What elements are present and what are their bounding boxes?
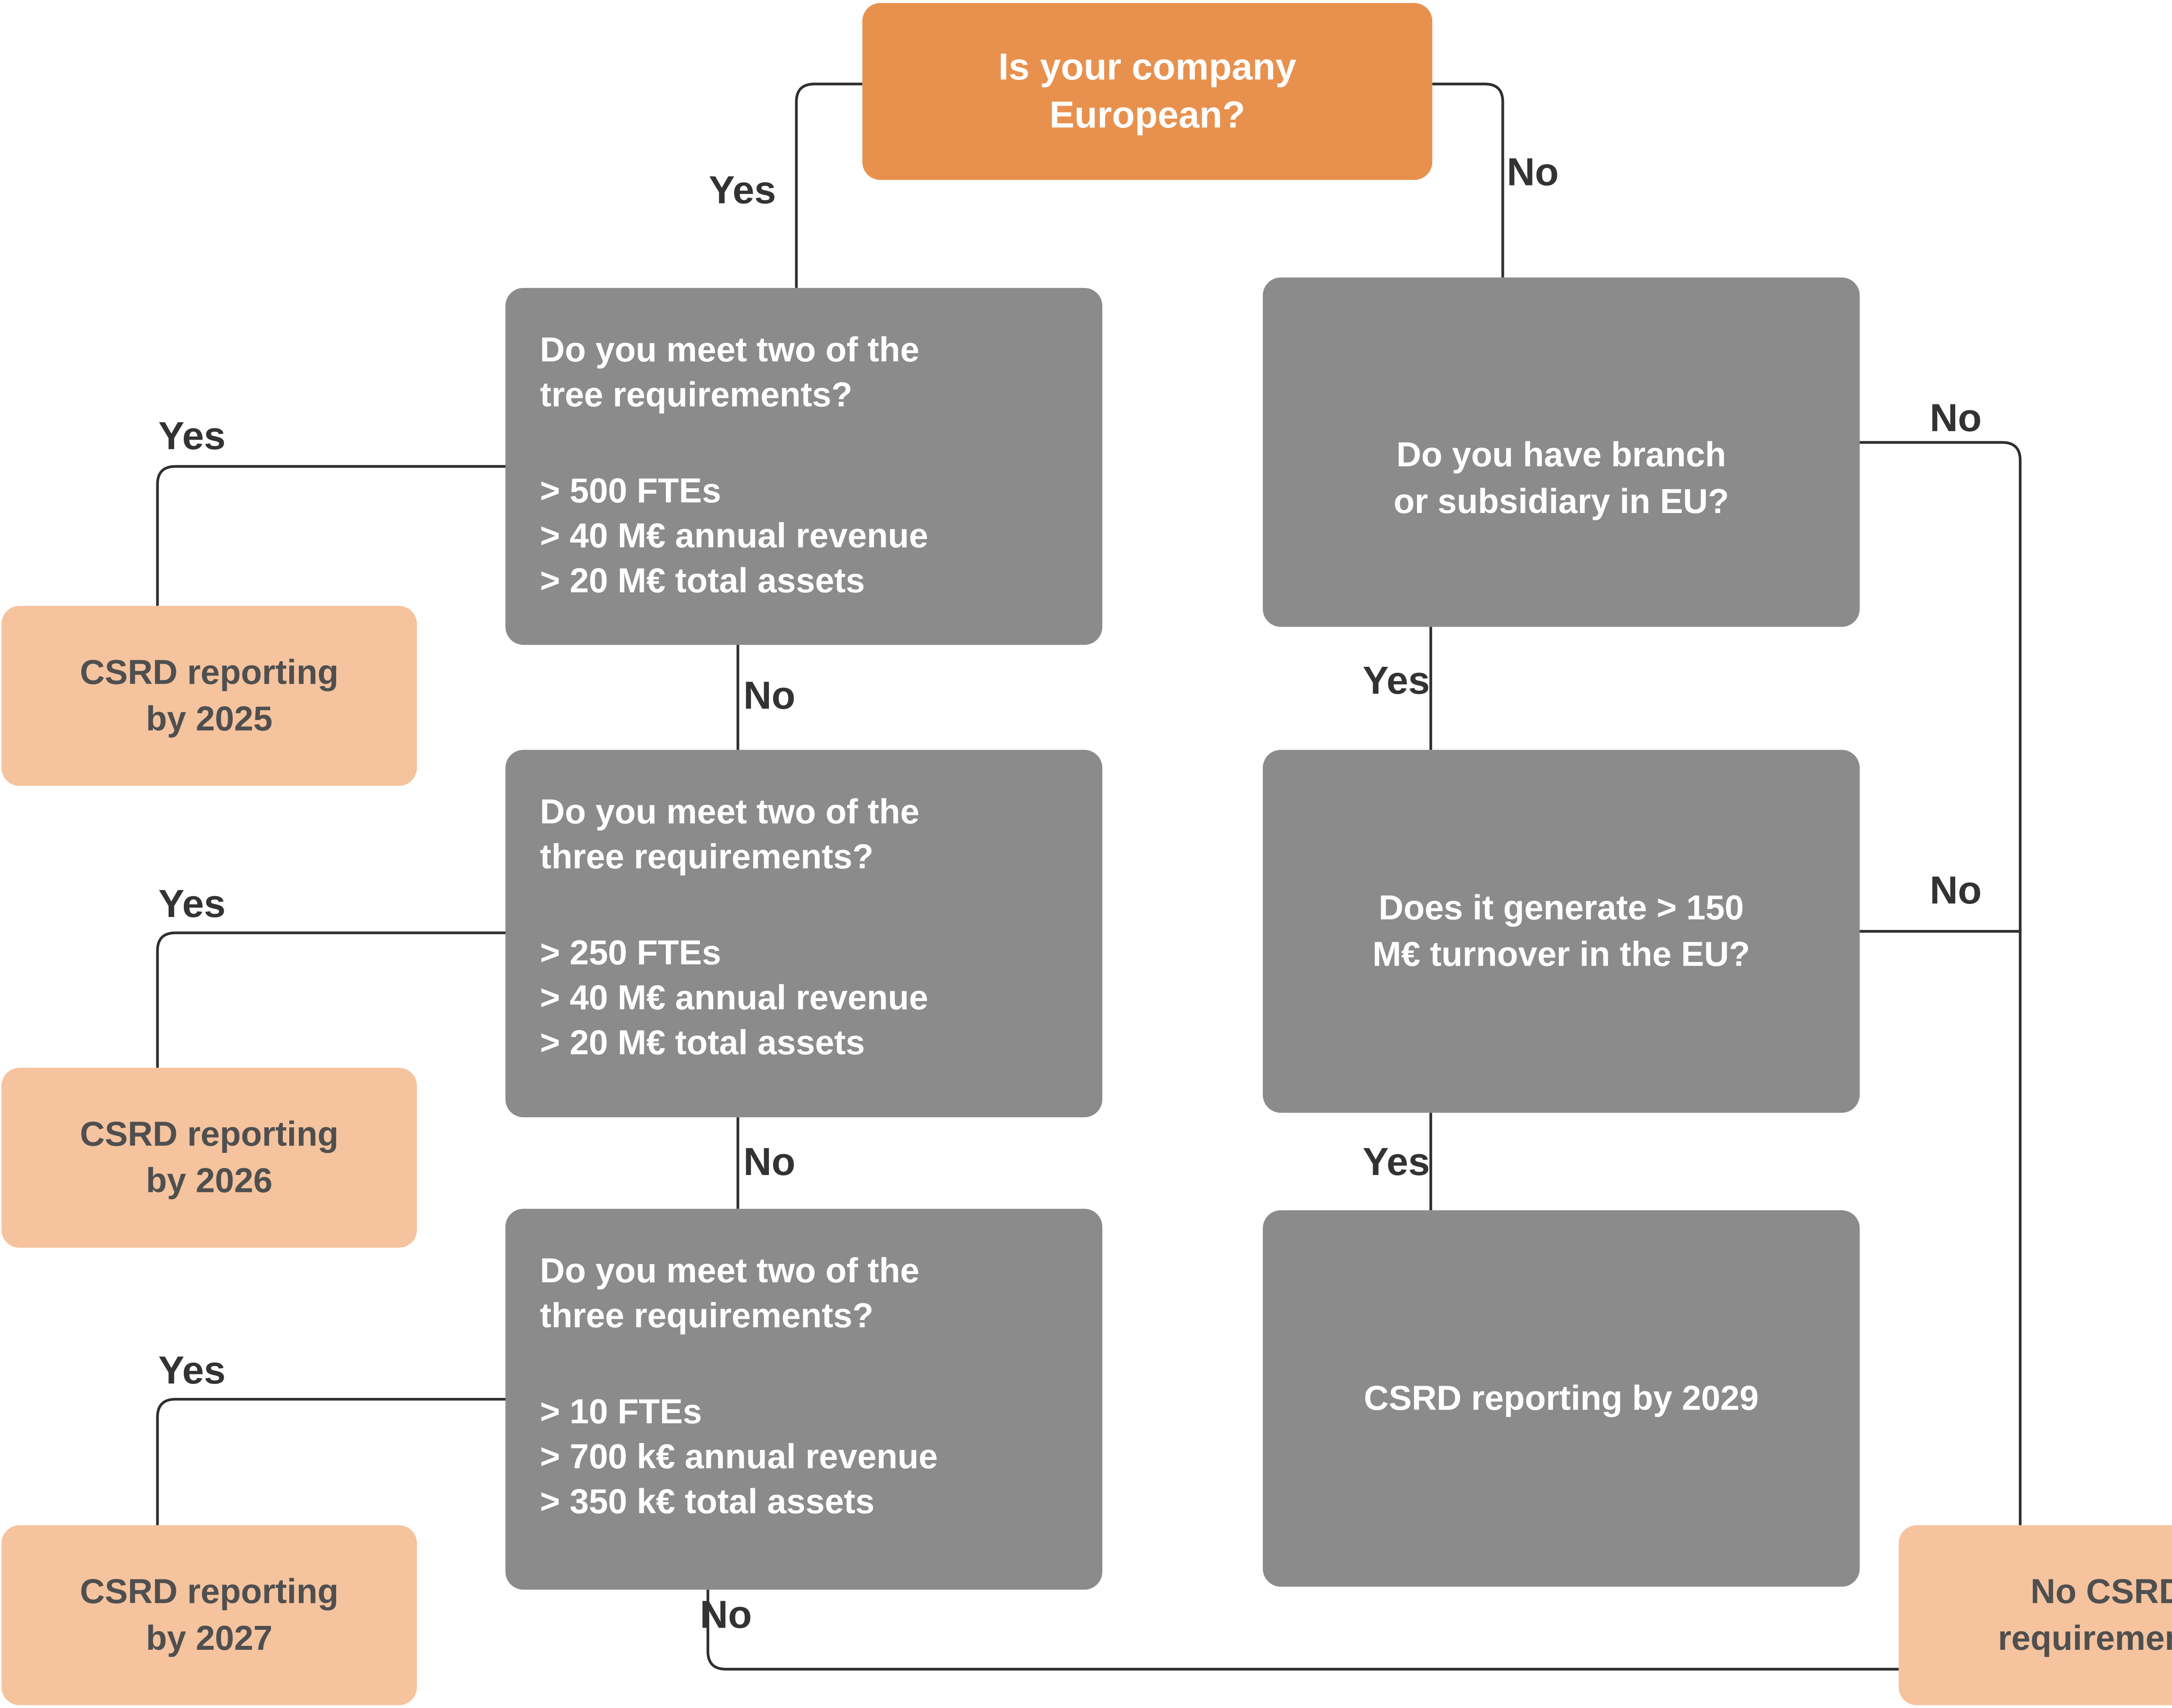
question-title: Do you meet two of the three requirement… — [540, 1248, 1068, 1337]
requirement-item: > 20 M€ total assets — [540, 1023, 865, 1062]
node-result-reporting-2029: CSRD reporting by 2029 — [1263, 1210, 1860, 1587]
node-text-line: CSRD reporting — [79, 1572, 339, 1611]
edge-label-yes-req250: Yes — [158, 881, 226, 926]
edge-european-no — [1432, 83, 1504, 278]
node-question-european: Is your company European? — [862, 3, 1433, 180]
node-text-line: Is your company — [998, 46, 1297, 89]
question-title: Do you meet two of the tree requirements… — [540, 327, 1068, 417]
edge-european-yes — [795, 83, 863, 288]
requirements-list: > 500 FTEs > 40 M€ annual revenue > 20 M… — [540, 468, 1068, 603]
edge-label-no-req10: No — [700, 1592, 752, 1637]
node-result-reporting-2025: CSRD reporting by 2025 — [1, 606, 417, 786]
edge-label-yes-branch: Yes — [1362, 657, 1430, 703]
requirement-item: > 500 FTEs — [540, 471, 722, 510]
node-text-line: Do you have branch — [1396, 434, 1726, 473]
node-question-requirements-250: Do you meet two of the three requirement… — [505, 750, 1103, 1118]
node-text-line: CSRD reporting — [79, 1114, 339, 1153]
node-text-line: CSRD reporting — [79, 652, 339, 692]
edge-label-no-european: No — [1506, 149, 1559, 195]
requirement-item: > 40 M€ annual revenue — [540, 978, 928, 1017]
question-title-line: Do you meet two of the — [540, 1251, 920, 1290]
node-text-line: by 2025 — [146, 698, 273, 738]
question-title-line: Do you meet two of the — [540, 791, 920, 831]
requirement-item: > 10 FTEs — [540, 1391, 702, 1431]
requirement-item: > 700 k€ annual revenue — [540, 1437, 938, 1476]
question-title-line: tree requirements? — [540, 375, 853, 414]
node-question-branch-subsidiary: Do you have branch or subsidiary in EU? — [1263, 277, 1860, 627]
edge-label-no-turnover: No — [1930, 867, 1982, 913]
question-title-line: Do you meet two of the — [540, 330, 920, 369]
requirement-item: > 20 M€ total assets — [540, 561, 865, 600]
edge-label-no-req250: No — [743, 1139, 795, 1184]
requirement-item: > 40 M€ annual revenue — [540, 516, 928, 555]
node-text-line: requirements — [1998, 1618, 2172, 1658]
edge-label-no-req500: No — [743, 672, 795, 718]
node-question-turnover-150: Does it generate > 150 M€ turnover in th… — [1263, 750, 1860, 1113]
edge-label-yes-req500: Yes — [158, 413, 226, 458]
edge-label-no-branch: No — [1930, 395, 1982, 440]
question-title-line: three requirements? — [540, 1295, 874, 1335]
node-question-requirements-10: Do you meet two of the three requirement… — [505, 1208, 1103, 1590]
question-title-line: three requirements? — [540, 837, 874, 876]
node-text-line: or subsidiary in EU? — [1393, 480, 1729, 520]
requirement-item: > 350 k€ total assets — [540, 1482, 875, 1521]
question-title: Do you meet two of the three requirement… — [540, 789, 1068, 879]
node-text-line: CSRD reporting by 2029 — [1364, 1378, 1759, 1417]
edge-req250-yes — [156, 931, 506, 1068]
edge-label-yes-european: Yes — [709, 167, 776, 212]
requirements-list: > 10 FTEs > 700 k€ annual revenue > 350 … — [540, 1389, 1068, 1524]
requirement-item: > 250 FTEs — [540, 933, 722, 972]
edge-req10-yes — [156, 1398, 506, 1526]
edge-req500-yes — [156, 465, 506, 606]
node-result-reporting-2027: CSRD reporting by 2027 — [1, 1525, 417, 1705]
node-text-line: European? — [1049, 94, 1245, 137]
node-text-line: by 2027 — [146, 1618, 273, 1658]
edge-label-yes-turnover: Yes — [1362, 1139, 1430, 1184]
node-text-line: Does it generate > 150 — [1378, 887, 1744, 927]
node-result-no-requirements: No CSRD requirements — [1898, 1525, 2172, 1705]
node-text-line: M€ turnover in the EU? — [1372, 934, 1750, 973]
requirements-list: > 250 FTEs > 40 M€ annual revenue > 20 M… — [540, 930, 1068, 1065]
node-question-requirements-500: Do you meet two of the tree requirements… — [505, 288, 1103, 645]
node-result-reporting-2026: CSRD reporting by 2026 — [1, 1068, 417, 1248]
node-text-line: No CSRD — [2030, 1572, 2172, 1611]
node-text-line: by 2026 — [146, 1161, 273, 1200]
edge-branch-no — [1860, 441, 2022, 1526]
edge-req10-no — [706, 1589, 1899, 1671]
edge-label-yes-req10: Yes — [158, 1347, 226, 1393]
